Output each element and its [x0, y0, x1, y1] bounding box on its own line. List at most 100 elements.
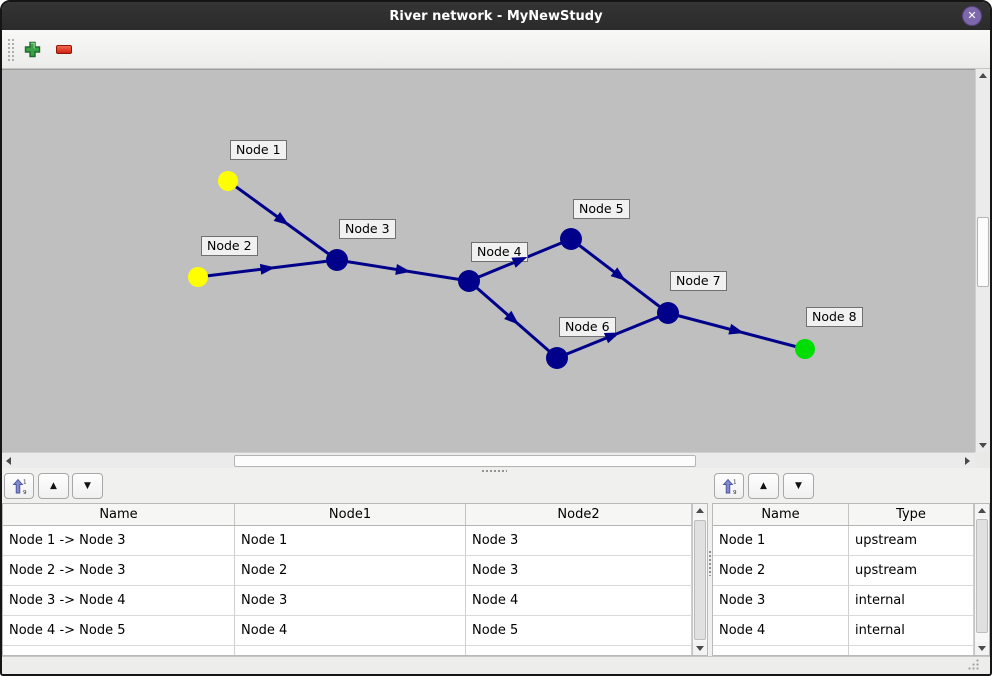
scroll-up-button[interactable]	[975, 504, 989, 517]
table-cell[interactable]: Node 1	[713, 526, 849, 556]
move-down-icon: ▼	[795, 481, 802, 491]
node-circle[interactable]	[560, 228, 582, 250]
close-button[interactable]: ✕	[962, 6, 982, 26]
nodes-table-vscrollbar[interactable]	[974, 504, 989, 655]
arrow-up-icon	[696, 508, 704, 513]
splitter-dots-icon	[481, 469, 507, 472]
node-circle[interactable]	[657, 302, 679, 324]
links-move-up-button[interactable]: ▲	[38, 473, 69, 499]
move-down-icon: ▼	[84, 481, 91, 491]
links-sort-button[interactable]: 1 9	[4, 473, 34, 499]
vscroll-thumb[interactable]	[976, 519, 988, 633]
svg-text:1: 1	[23, 479, 27, 485]
node-label[interactable]: Node 5	[573, 199, 630, 219]
node-label[interactable]: Node 6	[559, 317, 616, 337]
table-cell[interactable]: Node 1	[235, 526, 466, 556]
node-label[interactable]: Node 7	[670, 271, 727, 291]
close-icon: ✕	[967, 9, 977, 22]
title-bar[interactable]: River network - MyNewStudy ✕	[2, 2, 990, 31]
vscroll-thumb[interactable]	[694, 520, 706, 640]
table-cell[interactable]: Node 3	[466, 556, 692, 586]
node-circle[interactable]	[795, 339, 815, 359]
table-cell[interactable]: Node 2	[713, 556, 849, 586]
node-circle[interactable]	[546, 347, 568, 369]
table-cell[interactable]: Node 3 -> Node 4	[3, 586, 235, 616]
scroll-right-button[interactable]	[959, 454, 975, 468]
scroll-down-button[interactable]	[693, 642, 707, 655]
table-cell[interactable]: Node 4	[466, 586, 692, 616]
nodes-move-down-button[interactable]: ▼	[783, 473, 814, 499]
node-label[interactable]: Node 3	[339, 219, 396, 239]
node-label[interactable]: Node 8	[806, 307, 863, 327]
table-cell[interactable]: Node 3	[235, 586, 466, 616]
vertical-splitter[interactable]	[708, 550, 712, 576]
edge-arrow-icon	[395, 263, 411, 275]
column-header[interactable]: Node2	[466, 504, 692, 525]
remove-node-button[interactable]	[54, 39, 74, 59]
vscroll-thumb[interactable]	[977, 217, 989, 287]
hscroll-thumb[interactable]	[234, 455, 696, 467]
scroll-down-button[interactable]	[975, 642, 989, 655]
edge-arrow-icon	[273, 211, 289, 226]
arrow-down-icon	[978, 646, 986, 651]
horizontal-splitter[interactable]	[2, 468, 990, 473]
scroll-up-button[interactable]	[693, 504, 707, 517]
arrow-left-icon	[6, 457, 11, 465]
table-cell[interactable]: Node 4 -> Node 5	[3, 616, 235, 646]
table-cell[interactable]: internal	[849, 616, 974, 646]
move-up-icon: ▲	[760, 481, 767, 491]
canvas-hscrollbar[interactable]	[2, 452, 975, 468]
table-cell[interactable]: upstream	[849, 556, 974, 586]
move-up-icon: ▲	[50, 481, 57, 491]
column-header[interactable]: Type	[849, 504, 974, 525]
plus-icon	[24, 41, 40, 57]
resize-grip-icon[interactable]	[966, 658, 980, 671]
table-cell[interactable]: Node 2 -> Node 3	[3, 556, 235, 586]
node-circle[interactable]	[326, 249, 348, 271]
svg-text:1: 1	[733, 479, 737, 485]
table-cell[interactable]: Node 1 -> Node 3	[3, 526, 235, 556]
table-cell[interactable]: Node 2	[235, 556, 466, 586]
node-circle[interactable]	[458, 270, 480, 292]
add-node-button[interactable]	[22, 39, 42, 59]
scroll-down-button[interactable]	[976, 439, 990, 452]
table-cell[interactable]: Node 4	[235, 616, 466, 646]
column-header[interactable]: Name	[3, 504, 235, 525]
scroll-left-button[interactable]	[2, 454, 15, 468]
node-label[interactable]: Node 1	[230, 140, 287, 160]
canvas-vscrollbar[interactable]	[975, 69, 990, 452]
scroll-up-button[interactable]	[976, 69, 990, 82]
node-label[interactable]: Node 4	[471, 242, 528, 262]
node-circle[interactable]	[188, 267, 208, 287]
table-cell[interactable]: Node 3	[466, 526, 692, 556]
column-header[interactable]: Node1	[235, 504, 466, 525]
nodes-sort-button[interactable]: 1 9	[714, 473, 744, 499]
nodes-move-up-button[interactable]: ▲	[748, 473, 779, 499]
scrollbar-corner	[975, 452, 990, 468]
table-cell[interactable]: Node 5	[466, 616, 692, 646]
table-cell[interactable]: upstream	[849, 526, 974, 556]
table-cell[interactable]: internal	[849, 586, 974, 616]
table-cell[interactable]: Node 3	[713, 586, 849, 616]
sort-ascending-icon: 1 9	[722, 478, 737, 495]
node-label[interactable]: Node 2	[201, 236, 258, 256]
node-circle[interactable]	[218, 171, 238, 191]
links-table-vscrollbar[interactable]	[692, 504, 707, 655]
table-cell[interactable]: Node 4	[713, 616, 849, 646]
edge-arrow-icon	[610, 267, 626, 281]
toolbar-grip-handle[interactable]	[7, 38, 15, 62]
links-move-down-button[interactable]: ▼	[72, 473, 103, 499]
network-canvas[interactable]: Node 1 Node 2 Node 3 Node 4 Node 5 Node 6 Node…	[2, 69, 975, 452]
column-header[interactable]: Name	[713, 504, 849, 525]
